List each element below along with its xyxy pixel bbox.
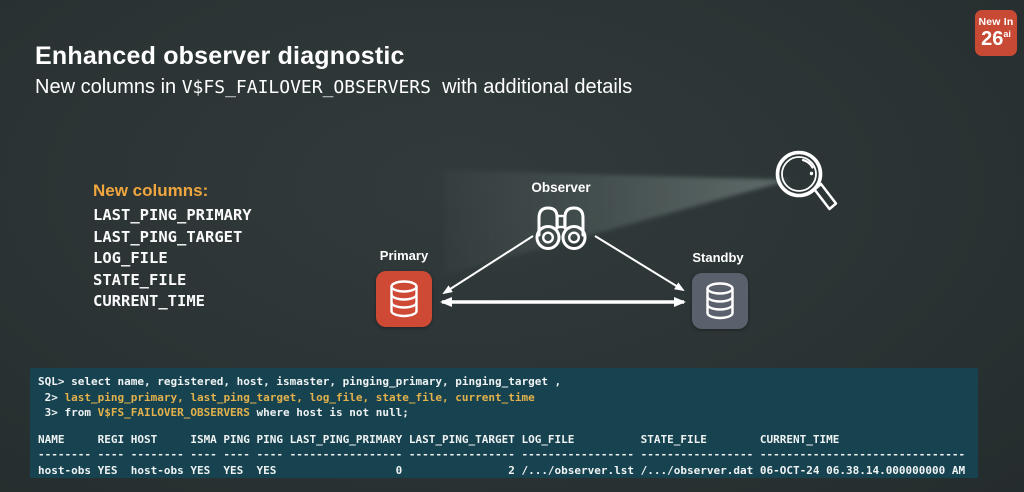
primary-label: Primary <box>379 248 429 263</box>
subtitle-view-name: V$FS_FAILOVER_OBSERVERS <box>181 77 431 98</box>
badge-version-number: 26 <box>981 28 1004 51</box>
new-column-item: LOG_FILE <box>93 249 168 267</box>
diagram-arrows-layer <box>440 170 790 307</box>
new-column-item: STATE_FILE <box>93 270 187 289</box>
new-in-badge: New In 26ai <box>975 10 1017 56</box>
result-table-row: host-obs YES host-obs YES YES YES 0 2 /.… <box>38 463 966 477</box>
badge-version: 26ai <box>981 29 1011 49</box>
new-columns-heading: New columns: <box>93 181 209 200</box>
sql-query-block: SQL> select name, registered, host, isma… <box>38 374 970 421</box>
arrow-observer-to-primary <box>442 235 534 295</box>
sql-line: 3> from V$FS_FAILOVER_OBSERVERS where ho… <box>38 406 409 419</box>
sql-terminal: SQL> select name, registered, host, isma… <box>30 368 978 478</box>
new-column-item: CURRENT_TIME <box>93 292 205 310</box>
result-table-header: NAME REGI HOST ISMA PING PING LAST_PING_… <box>38 432 966 446</box>
badge-top-text: New In <box>978 15 1014 28</box>
binoculars-icon <box>535 206 587 250</box>
database-icon <box>706 282 734 320</box>
page-subtitle: New columns in V$FS_FAILOVER_OBSERVERS w… <box>35 76 632 99</box>
new-column-item: LAST_PING_TARGET <box>93 227 243 246</box>
page-title: Enhanced observer diagnostic <box>35 42 405 70</box>
new-column-item: LAST_PING_PRIMARY <box>93 206 252 224</box>
arrow-observer-to-standby <box>594 235 685 292</box>
magnifying-glass-icon <box>775 150 838 211</box>
subtitle-prefix: New columns in <box>35 76 182 98</box>
primary-database-box <box>376 271 432 327</box>
failover-diagram: Observer Primary <box>370 140 850 340</box>
database-icon <box>390 280 418 318</box>
sql-line: 2> last_ping_primary, last_ping_target, … <box>38 390 535 404</box>
standby-label: Standby <box>692 250 744 265</box>
subtitle-suffix: with additional details <box>430 76 633 98</box>
badge-version-suffix: ai <box>1003 28 1011 39</box>
new-columns-list: LAST_PING_PRIMARY LAST_PING_TARGET LOG_FIL… <box>93 205 252 313</box>
observer-label: Observer <box>531 180 591 195</box>
standby-database-box <box>692 273 748 329</box>
spotlight-beam <box>445 170 790 275</box>
sql-line: SQL> select name, registered, host, isma… <box>38 375 562 388</box>
result-table-separator: -------- ---- -------- ---- ---- ---- --… <box>38 448 966 461</box>
